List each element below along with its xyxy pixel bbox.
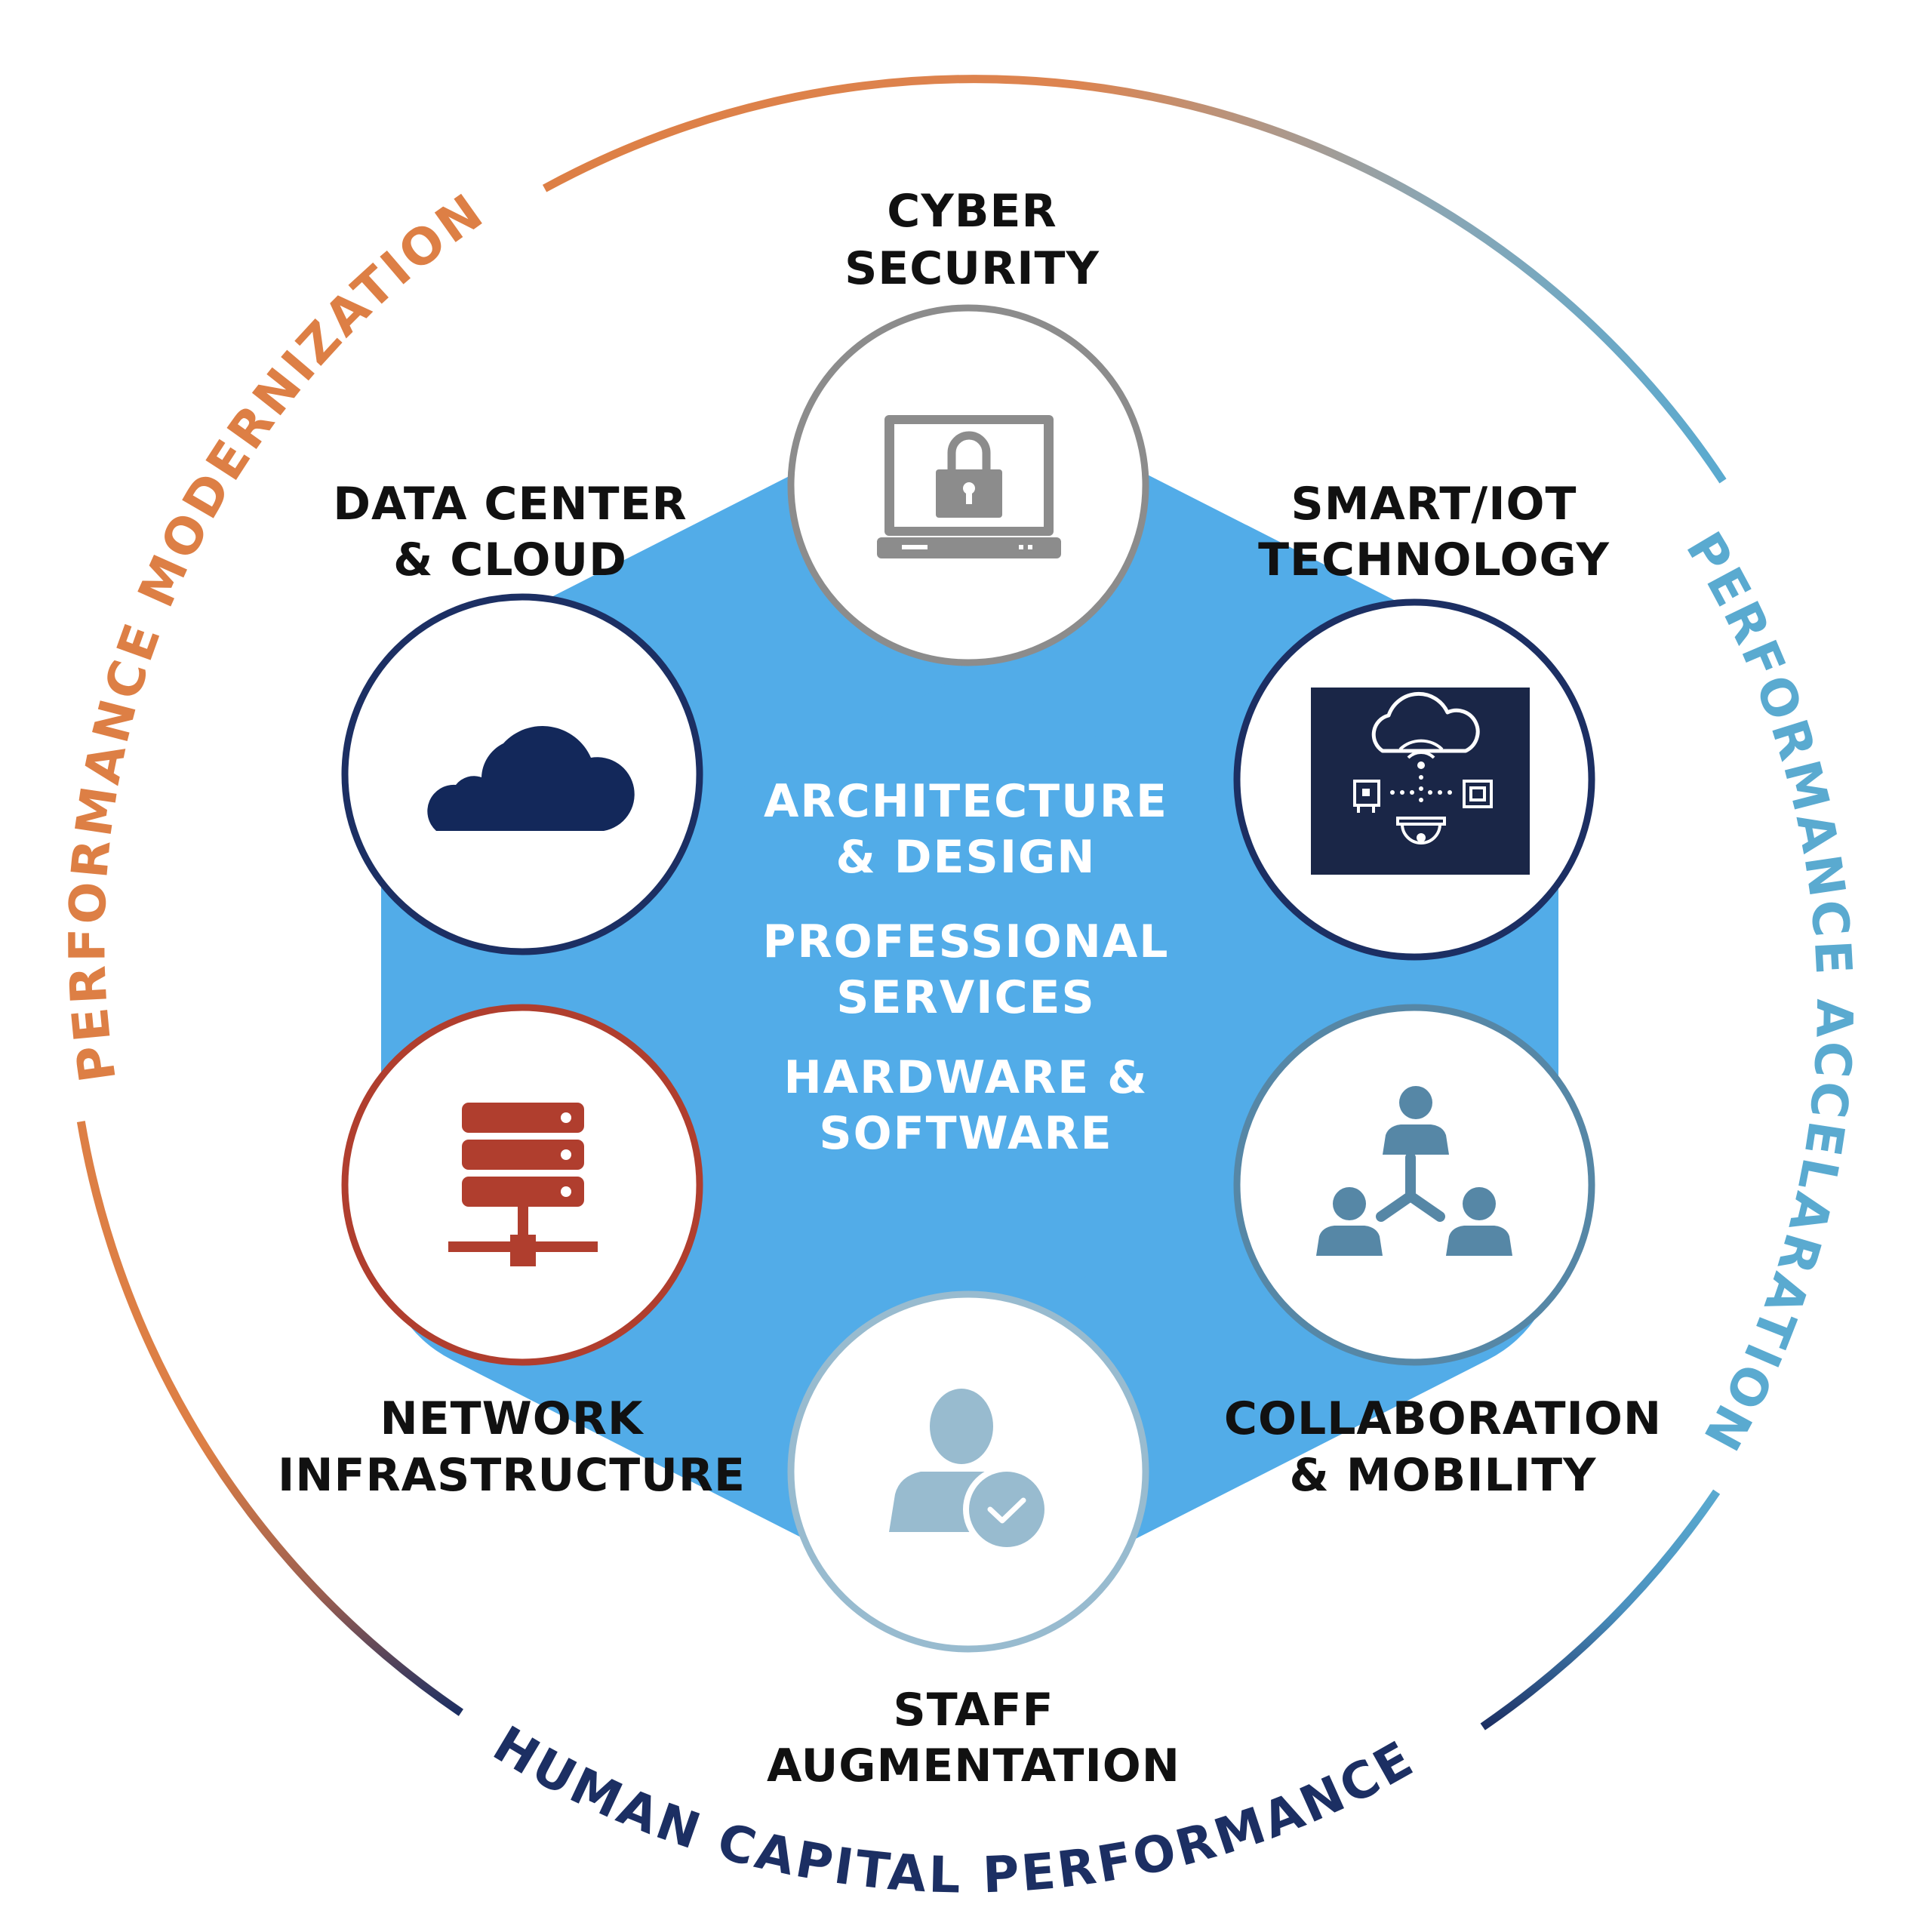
center-text-professional: PROFESSIONAL: [762, 915, 1169, 968]
cyber-security-label-2: SECURITY: [844, 242, 1100, 295]
center-text-services: SERVICES: [836, 971, 1095, 1024]
user-check-icon: [889, 1389, 1051, 1553]
node-cyber-security: CYBER SECURITY: [787, 185, 1149, 666]
data-center-cloud-label-2: & CLOUD: [393, 534, 627, 586]
staff-augmentation-label-2: AUGMENTATION: [767, 1740, 1180, 1792]
collaboration-label-1: COLLABORATION: [1224, 1392, 1662, 1445]
center-text-hardware: HARDWARE &: [784, 1051, 1149, 1104]
smart-iot-label-2: TECHNOLOGY: [1258, 534, 1610, 586]
node-smart-iot: SMART/IOT TECHNOLOGY: [1233, 478, 1610, 961]
center-text-design: & DESIGN: [835, 831, 1096, 884]
outer-arc-right: [1480, 1489, 1721, 1730]
node-collaboration: COLLABORATION & MOBILITY: [1224, 1004, 1662, 1502]
node-staff-augmentation: STAFF AUGMENTATION: [767, 1291, 1180, 1792]
cloud-icon: [427, 726, 635, 831]
network-infrastructure-label-2: INFRASTRUCTURE: [278, 1449, 746, 1502]
collaboration-label-2: & MOBILITY: [1290, 1449, 1597, 1502]
node-network-infrastructure: NETWORK INFRASTRUCTURE: [278, 1004, 746, 1502]
people-network-icon: [1316, 1086, 1512, 1256]
iot-cloud-icon: [1311, 688, 1530, 875]
smart-iot-label-1: SMART/IOT: [1291, 478, 1577, 531]
network-infrastructure-label-1: NETWORK: [380, 1392, 645, 1445]
center-text-architecture: ARCHITECTURE: [764, 775, 1168, 828]
arc-label-acceleration: PERFORMANCE ACCELARATION: [1675, 522, 1863, 1462]
outer-arc-top: [542, 75, 1727, 484]
node-data-center-cloud: DATA CENTER & CLOUD: [333, 478, 703, 955]
cyber-security-label-1: CYBER: [887, 185, 1057, 238]
center-text-software: SOFTWARE: [819, 1107, 1112, 1160]
server-network-icon: [448, 1103, 598, 1266]
staff-augmentation-label-1: STAFF: [894, 1684, 1054, 1737]
outer-arc-left: [76, 1121, 463, 1716]
laptop-lock-icon: [877, 415, 1061, 558]
data-center-cloud-label-1: DATA CENTER: [333, 478, 688, 531]
